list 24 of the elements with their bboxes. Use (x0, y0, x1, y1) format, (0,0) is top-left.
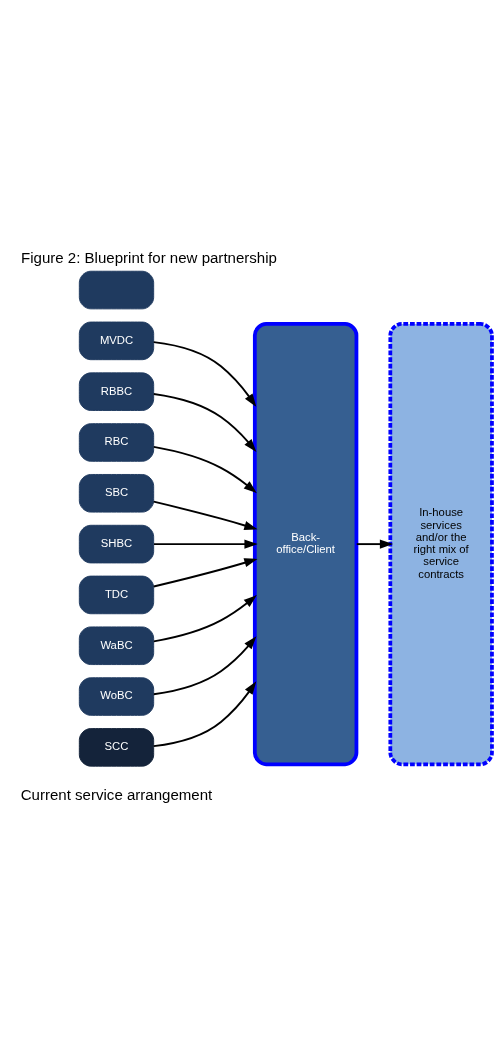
node-box: In-house services and/or the right mix of service contracts (388, 322, 494, 767)
node-box: RBC (78, 423, 155, 462)
node-box: MVDC (78, 321, 155, 361)
node-box: WaBC (78, 626, 155, 666)
arrow (152, 595, 257, 643)
diagram-title: Figure 2: Blueprint for new partnership (20, 248, 277, 266)
arrow (152, 500, 258, 530)
arrow (152, 393, 257, 453)
node-box: SCC (78, 728, 155, 767)
node-box: SBC (78, 474, 155, 513)
arrow (152, 341, 257, 407)
node-box: SHBC (78, 524, 155, 564)
arrow (153, 539, 258, 549)
node-box: TDC (78, 575, 155, 615)
arrow (152, 445, 257, 494)
node-box: WoBC (78, 677, 155, 716)
node-box: Back-office/Client (252, 322, 359, 767)
node-box: RBBC (78, 372, 155, 411)
arrow (152, 681, 257, 748)
node-box (78, 270, 155, 310)
label: Current service arrangement (20, 785, 213, 803)
arrow (152, 636, 257, 696)
arrow (355, 539, 394, 549)
arrow (152, 558, 258, 588)
